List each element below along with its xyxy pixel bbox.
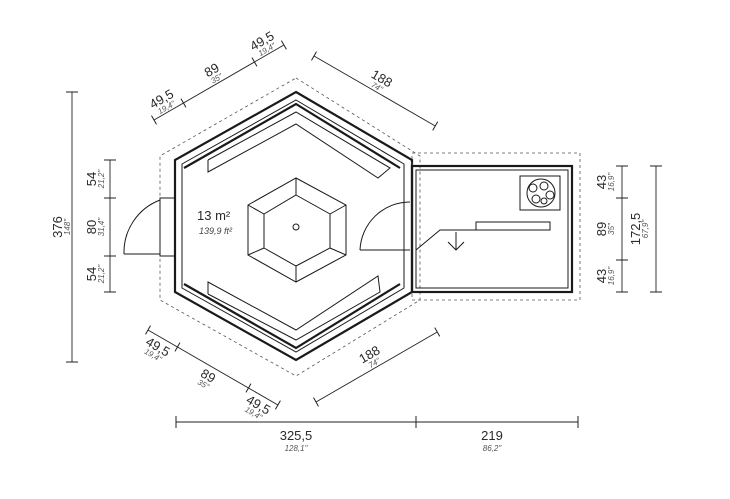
svg-text:89: 89 xyxy=(202,60,222,80)
bench-bottom xyxy=(183,283,401,350)
svg-text:89: 89 xyxy=(594,222,609,236)
area-imperial: 139,9 ft² xyxy=(199,226,233,236)
dim-top-left: 49,5 19,4" 89 35" 49,5 19,4" xyxy=(147,28,287,125)
dim-top-188: 188 74" xyxy=(311,51,439,131)
svg-text:21,2": 21,2" xyxy=(97,169,106,190)
svg-text:16,9": 16,9" xyxy=(607,266,616,286)
svg-text:54: 54 xyxy=(84,172,99,186)
sauna-bench-edge xyxy=(415,229,476,251)
sauna-roof-outline xyxy=(411,152,581,301)
svg-text:67,9": 67,9" xyxy=(641,219,650,239)
sauna-wall xyxy=(410,164,574,294)
svg-text:80: 80 xyxy=(84,220,99,234)
chimney-icon xyxy=(292,223,300,231)
main-building: 13 m² 139,9 ft² xyxy=(123,77,421,377)
svg-text:43: 43 xyxy=(594,175,609,189)
outer-wall xyxy=(173,90,414,362)
roof-outline xyxy=(159,77,421,377)
svg-text:35": 35" xyxy=(607,222,616,235)
sauna-bench xyxy=(475,221,551,231)
dim-left-total: 376 148" xyxy=(50,91,78,363)
dim-bottom: 325,5 128,1" 219 86,2" xyxy=(175,416,579,453)
sauna-door-swing xyxy=(359,201,411,251)
sauna-inner-wall xyxy=(415,169,569,289)
svg-text:128,1": 128,1" xyxy=(285,444,309,453)
stove-icon xyxy=(519,175,561,211)
dim-bottom-left: 49,5 19,4" 89 35" 49,5 19,4" xyxy=(143,325,281,422)
dim-bottom-188: 188 74" xyxy=(313,327,441,407)
svg-text:172,5: 172,5 xyxy=(628,213,643,246)
dim-left-segments: 54 21,2" 80 31,4" 54 21,2" xyxy=(84,159,116,293)
bench-top-inner xyxy=(207,111,391,179)
svg-text:376: 376 xyxy=(50,216,65,238)
entrance-door-swing xyxy=(123,199,161,255)
grill-inner xyxy=(263,194,331,267)
inner-wall xyxy=(181,99,405,353)
area-label: 13 m² xyxy=(197,208,231,223)
bench-top xyxy=(183,102,401,169)
bench-bottom-inner xyxy=(207,275,381,341)
svg-text:148": 148" xyxy=(63,218,72,235)
svg-text:86,2": 86,2" xyxy=(483,444,503,453)
svg-text:89: 89 xyxy=(198,366,218,386)
svg-text:16,9": 16,9" xyxy=(607,172,616,192)
dim-right-segments: 43 16,9" 89 35" 43 16,9" xyxy=(594,165,628,293)
sauna-annex xyxy=(410,152,581,301)
svg-text:31,4": 31,4" xyxy=(97,217,106,237)
svg-text:54: 54 xyxy=(84,267,99,281)
svg-text:43: 43 xyxy=(594,269,609,283)
entrance-frame xyxy=(159,197,175,257)
svg-text:219: 219 xyxy=(481,428,503,443)
svg-text:21,2": 21,2" xyxy=(97,264,106,285)
dim-right-total: 172,5 67,9" xyxy=(628,165,662,293)
svg-text:325,5: 325,5 xyxy=(280,428,313,443)
